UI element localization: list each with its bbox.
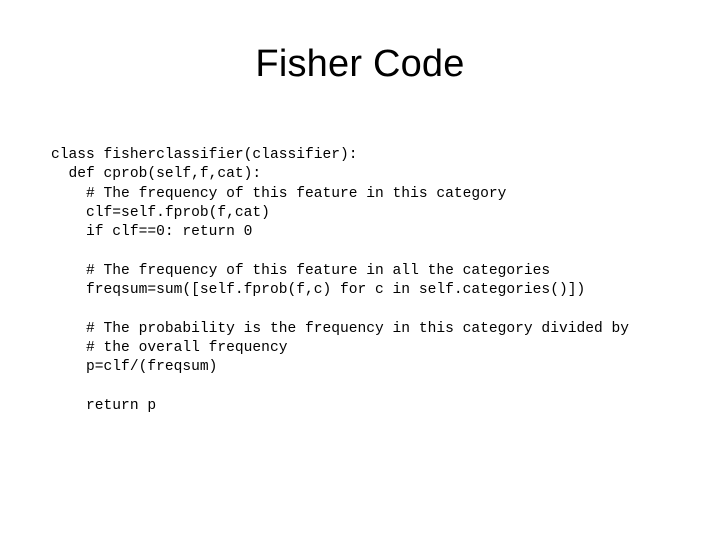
code-line: class fisherclassifier(classifier): xyxy=(51,147,358,163)
code-line-blank xyxy=(51,378,711,397)
code-line: if clf==0: return 0 xyxy=(51,224,253,241)
code-line: return p xyxy=(51,397,157,414)
code-line: # The frequency of this feature in this … xyxy=(51,185,507,202)
code-line: def cprob(self,f,cat): xyxy=(51,166,262,183)
code-line: p=clf/(freqsum) xyxy=(51,359,218,376)
code-block: class fisherclassifier(classifier): def … xyxy=(51,146,711,416)
page-title: Fisher Code xyxy=(255,43,465,85)
code-line: # the overall frequency xyxy=(51,339,288,356)
code-line-blank xyxy=(51,300,711,319)
code-line: clf=self.fprob(f,cat) xyxy=(51,204,270,221)
code-line: # The probability is the frequency in th… xyxy=(51,320,630,337)
code-line: freqsum=sum([self.fprob(f,c) for c in se… xyxy=(51,282,586,299)
code-line-blank xyxy=(51,242,711,261)
code-line: # The frequency of this feature in all t… xyxy=(51,262,551,279)
